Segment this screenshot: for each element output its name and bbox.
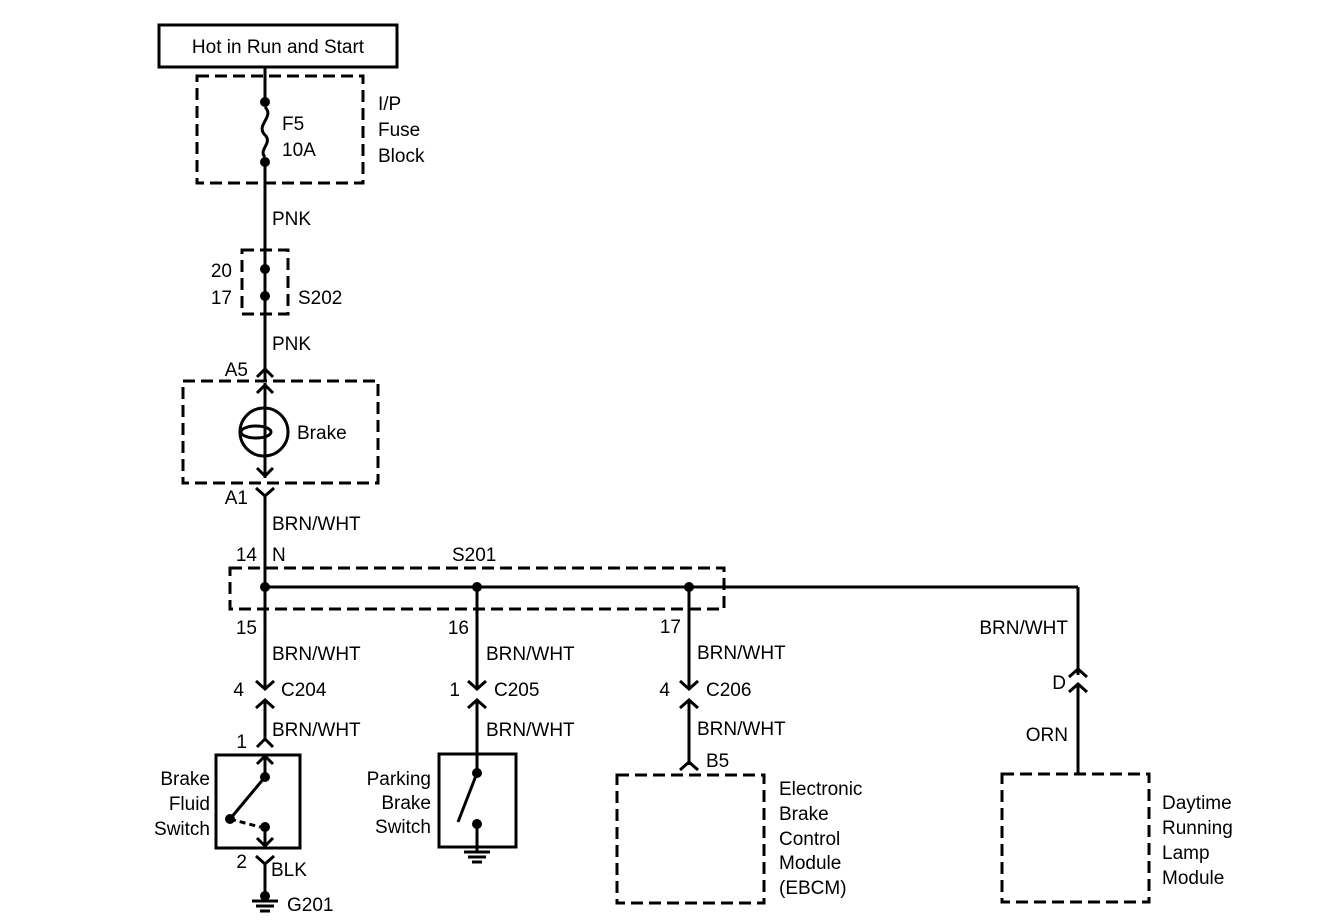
wire-color-pnk-upper: PNK bbox=[272, 209, 311, 230]
fuse-block: F5 10A I/P Fuse Block bbox=[195, 67, 425, 185]
wire-color-brn-wht-c205: BRN/WHT bbox=[486, 720, 575, 741]
drl-module-box bbox=[1000, 772, 1151, 904]
ebcm-label-4: Module bbox=[779, 853, 841, 874]
power-source-label: Hot in Run and Start bbox=[192, 37, 365, 58]
connector-d-female-icon bbox=[1068, 666, 1088, 679]
s201-pin-in: 14 bbox=[236, 545, 258, 566]
s201-pin-15: 15 bbox=[236, 618, 257, 639]
c204-pin: 4 bbox=[233, 680, 244, 701]
wire-color-brn-wht-15: BRN/WHT bbox=[272, 644, 361, 665]
s201-pin-16: 16 bbox=[448, 618, 469, 639]
fuse-block-label-1: I/P bbox=[378, 94, 401, 115]
brake-lamp-label: Brake bbox=[297, 423, 347, 444]
fuse-block-label-3: Block bbox=[378, 146, 425, 167]
c206-label: C206 bbox=[706, 680, 751, 701]
brake-fluid-switch-box bbox=[214, 753, 302, 850]
pin-a5: A5 bbox=[225, 360, 248, 381]
fuse-block-label-2: Fuse bbox=[378, 120, 420, 141]
c204-label: C204 bbox=[281, 680, 327, 701]
c205-pin: 1 bbox=[449, 680, 460, 701]
ebcm-box bbox=[615, 773, 766, 905]
branch-ebcm: 17 BRN/WHT 4 C206 BRN/WHT B5 Electronic … bbox=[615, 587, 862, 905]
wire-color-brn-wht-drl: BRN/WHT bbox=[979, 618, 1068, 639]
ebcm-label-5: (EBCM) bbox=[779, 878, 847, 899]
fuse-icon bbox=[260, 105, 270, 159]
parking-brake-label-3: Switch bbox=[375, 817, 431, 838]
ebcm-label-1: Electronic bbox=[779, 779, 862, 800]
ground-g201-icon bbox=[252, 899, 278, 913]
ebcm-label-2: Brake bbox=[779, 804, 829, 825]
branch-brake-fluid: 15 BRN/WHT 4 C204 BRN/WHT 1 Brake Fluid … bbox=[154, 587, 361, 916]
branch-parking-brake: 16 BRN/WHT 1 C205 BRN/WHT Parking Brake … bbox=[367, 587, 575, 864]
s201-pin-in-tag: N bbox=[272, 545, 286, 566]
s202-label: S202 bbox=[298, 288, 342, 309]
power-source-box: Hot in Run and Start bbox=[157, 23, 399, 69]
parking-brake-label-2: Brake bbox=[381, 793, 431, 814]
wire-color-pnk-lower: PNK bbox=[272, 334, 311, 355]
s202-pin-bottom: 17 bbox=[211, 288, 232, 309]
connector-c204-male-icon bbox=[255, 679, 275, 692]
brake-fluid-pin-1: 1 bbox=[236, 732, 247, 753]
wire-color-brn-wht-16: BRN/WHT bbox=[486, 644, 575, 665]
brake-indicator: A5 Brake A1 bbox=[181, 360, 380, 509]
connector-a1-icon bbox=[255, 486, 275, 499]
wire-color-brn-wht-c204: BRN/WHT bbox=[272, 720, 361, 741]
splice-s202: 20 17 S202 bbox=[211, 248, 342, 316]
s201-label: S201 bbox=[452, 545, 496, 566]
ground-label: G201 bbox=[287, 895, 333, 916]
switch-contact-icon bbox=[456, 772, 479, 823]
drl-pin: D bbox=[1052, 673, 1066, 694]
fuse-rating: 10A bbox=[282, 140, 316, 161]
pin-a1: A1 bbox=[225, 488, 248, 509]
connector-b5-icon bbox=[679, 759, 699, 772]
connector-c206-male-icon bbox=[679, 679, 699, 692]
splice-s201: 14 N S201 bbox=[228, 545, 1078, 611]
drl-label-2: Running bbox=[1162, 818, 1233, 839]
brake-fluid-label-1: Brake bbox=[160, 769, 210, 790]
connector-a5-icon bbox=[255, 366, 275, 379]
drl-label-3: Lamp bbox=[1162, 843, 1210, 864]
brake-fluid-pin-2: 2 bbox=[236, 852, 247, 873]
ebcm-label-3: Control bbox=[779, 829, 840, 850]
c205-label: C205 bbox=[494, 680, 539, 701]
wire-color-blk: BLK bbox=[271, 860, 307, 881]
connector-c205-male-icon bbox=[467, 679, 487, 692]
parking-brake-label-1: Parking bbox=[367, 769, 431, 790]
drl-label-4: Module bbox=[1162, 868, 1224, 889]
wire-color-brn-wht-c206: BRN/WHT bbox=[697, 719, 786, 740]
drl-label-1: Daytime bbox=[1162, 793, 1232, 814]
fuse-id: F5 bbox=[282, 114, 304, 135]
wire-color-brn-wht-main: BRN/WHT bbox=[272, 514, 361, 535]
s202-pin-top: 20 bbox=[211, 261, 232, 282]
s201-pin-17: 17 bbox=[660, 617, 681, 638]
switch-contact-icon bbox=[228, 776, 267, 820]
branch-drl: BRN/WHT D ORN Daytime Running Lamp Modul… bbox=[979, 587, 1233, 904]
wire-color-orn: ORN bbox=[1026, 725, 1068, 746]
brake-fluid-label-2: Fluid bbox=[169, 794, 210, 815]
ground-chassis-icon bbox=[464, 850, 490, 864]
c206-pin: 4 bbox=[659, 680, 670, 701]
wire-color-brn-wht-17: BRN/WHT bbox=[697, 643, 786, 664]
ebcm-pin: B5 bbox=[706, 751, 729, 772]
brake-fluid-label-3: Switch bbox=[154, 819, 210, 840]
